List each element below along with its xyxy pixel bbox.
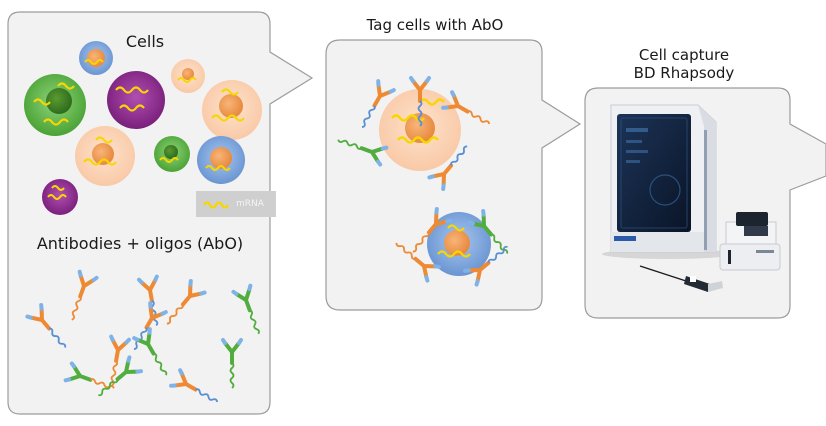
- abo-title: Antibodies + oligos (AbO): [36, 234, 244, 253]
- antibody-icon: [25, 303, 67, 348]
- antibody-icon: [231, 283, 260, 335]
- antibody-icon: [71, 269, 99, 321]
- antibody-icon: [137, 274, 159, 327]
- capture-panel-title-line1: Cell capture: [638, 46, 730, 64]
- antibody-icon: [441, 90, 491, 125]
- antibody-icon: [98, 355, 143, 397]
- cell-icon: [202, 80, 262, 140]
- cell-icon: [79, 41, 113, 75]
- antibody-icon: [221, 338, 243, 389]
- bd-rhapsody-instrument: [602, 104, 734, 259]
- oligo-barcode-icon: [133, 327, 148, 351]
- oligo-barcode-icon: [361, 105, 376, 129]
- cell-icon: [75, 126, 135, 186]
- cell-icon: [24, 74, 86, 136]
- antibody-icon: [169, 368, 219, 403]
- antibody-icon: [132, 327, 168, 376]
- oligo-barcode-icon: [395, 242, 416, 260]
- oligo-barcode-icon: [166, 304, 184, 325]
- oligo-barcode-icon: [487, 245, 508, 263]
- oligo-barcode-icon: [249, 309, 260, 335]
- tagged-cell-blue: [427, 212, 491, 276]
- capture-panel-title-line2: BD Rhapsody: [633, 64, 735, 82]
- antibody-icon: [467, 209, 509, 254]
- oligo-barcode-icon: [110, 360, 119, 387]
- antibody-icon: [166, 279, 207, 325]
- tagged-cell-peach: [379, 89, 461, 171]
- oligo-barcode-icon: [195, 388, 219, 403]
- oligo-barcode-icon: [412, 232, 430, 253]
- oligo-barcode-icon: [98, 379, 119, 397]
- cell-icon: [171, 59, 205, 93]
- cell-icon: [154, 136, 190, 172]
- mrna-strand-icon: [203, 201, 229, 209]
- cell-icon: [197, 136, 245, 184]
- antibody-icon: [412, 207, 453, 253]
- abo-bound: [337, 76, 509, 287]
- antibody-icon: [337, 139, 389, 167]
- oligo-barcode-icon: [229, 362, 235, 389]
- tagging-panel-title: Tag cells with AbO: [366, 16, 504, 34]
- antibody-icon: [395, 242, 441, 283]
- oligo-barcode-icon: [49, 327, 67, 348]
- antibody-icon: [427, 145, 468, 191]
- oligo-barcode-icon: [337, 139, 363, 150]
- antibody-icon: [109, 334, 131, 387]
- oligo-barcode-icon: [71, 295, 82, 321]
- mrna-legend-label: mRNA: [236, 199, 264, 209]
- antibody-icon: [133, 301, 168, 351]
- cell-population: [24, 41, 262, 215]
- oligo-barcode-icon: [417, 100, 423, 127]
- mrna-legend: [196, 191, 276, 217]
- oligo-barcode-icon: [467, 110, 491, 125]
- antibody-icon: [463, 245, 508, 287]
- cell-icon: [42, 179, 78, 215]
- scanner-device: [719, 212, 781, 271]
- sample-panel-title: Cells: [125, 32, 165, 51]
- abo-scatter: [25, 269, 260, 403]
- oligo-barcode-icon: [450, 145, 468, 166]
- antibody-icon: [409, 76, 431, 127]
- oligo-barcode-icon: [150, 300, 159, 327]
- oligo-barcode-icon: [153, 352, 168, 376]
- pipette-icon: [639, 265, 723, 292]
- cell-icon: [107, 71, 165, 129]
- antibody-icon: [361, 79, 396, 129]
